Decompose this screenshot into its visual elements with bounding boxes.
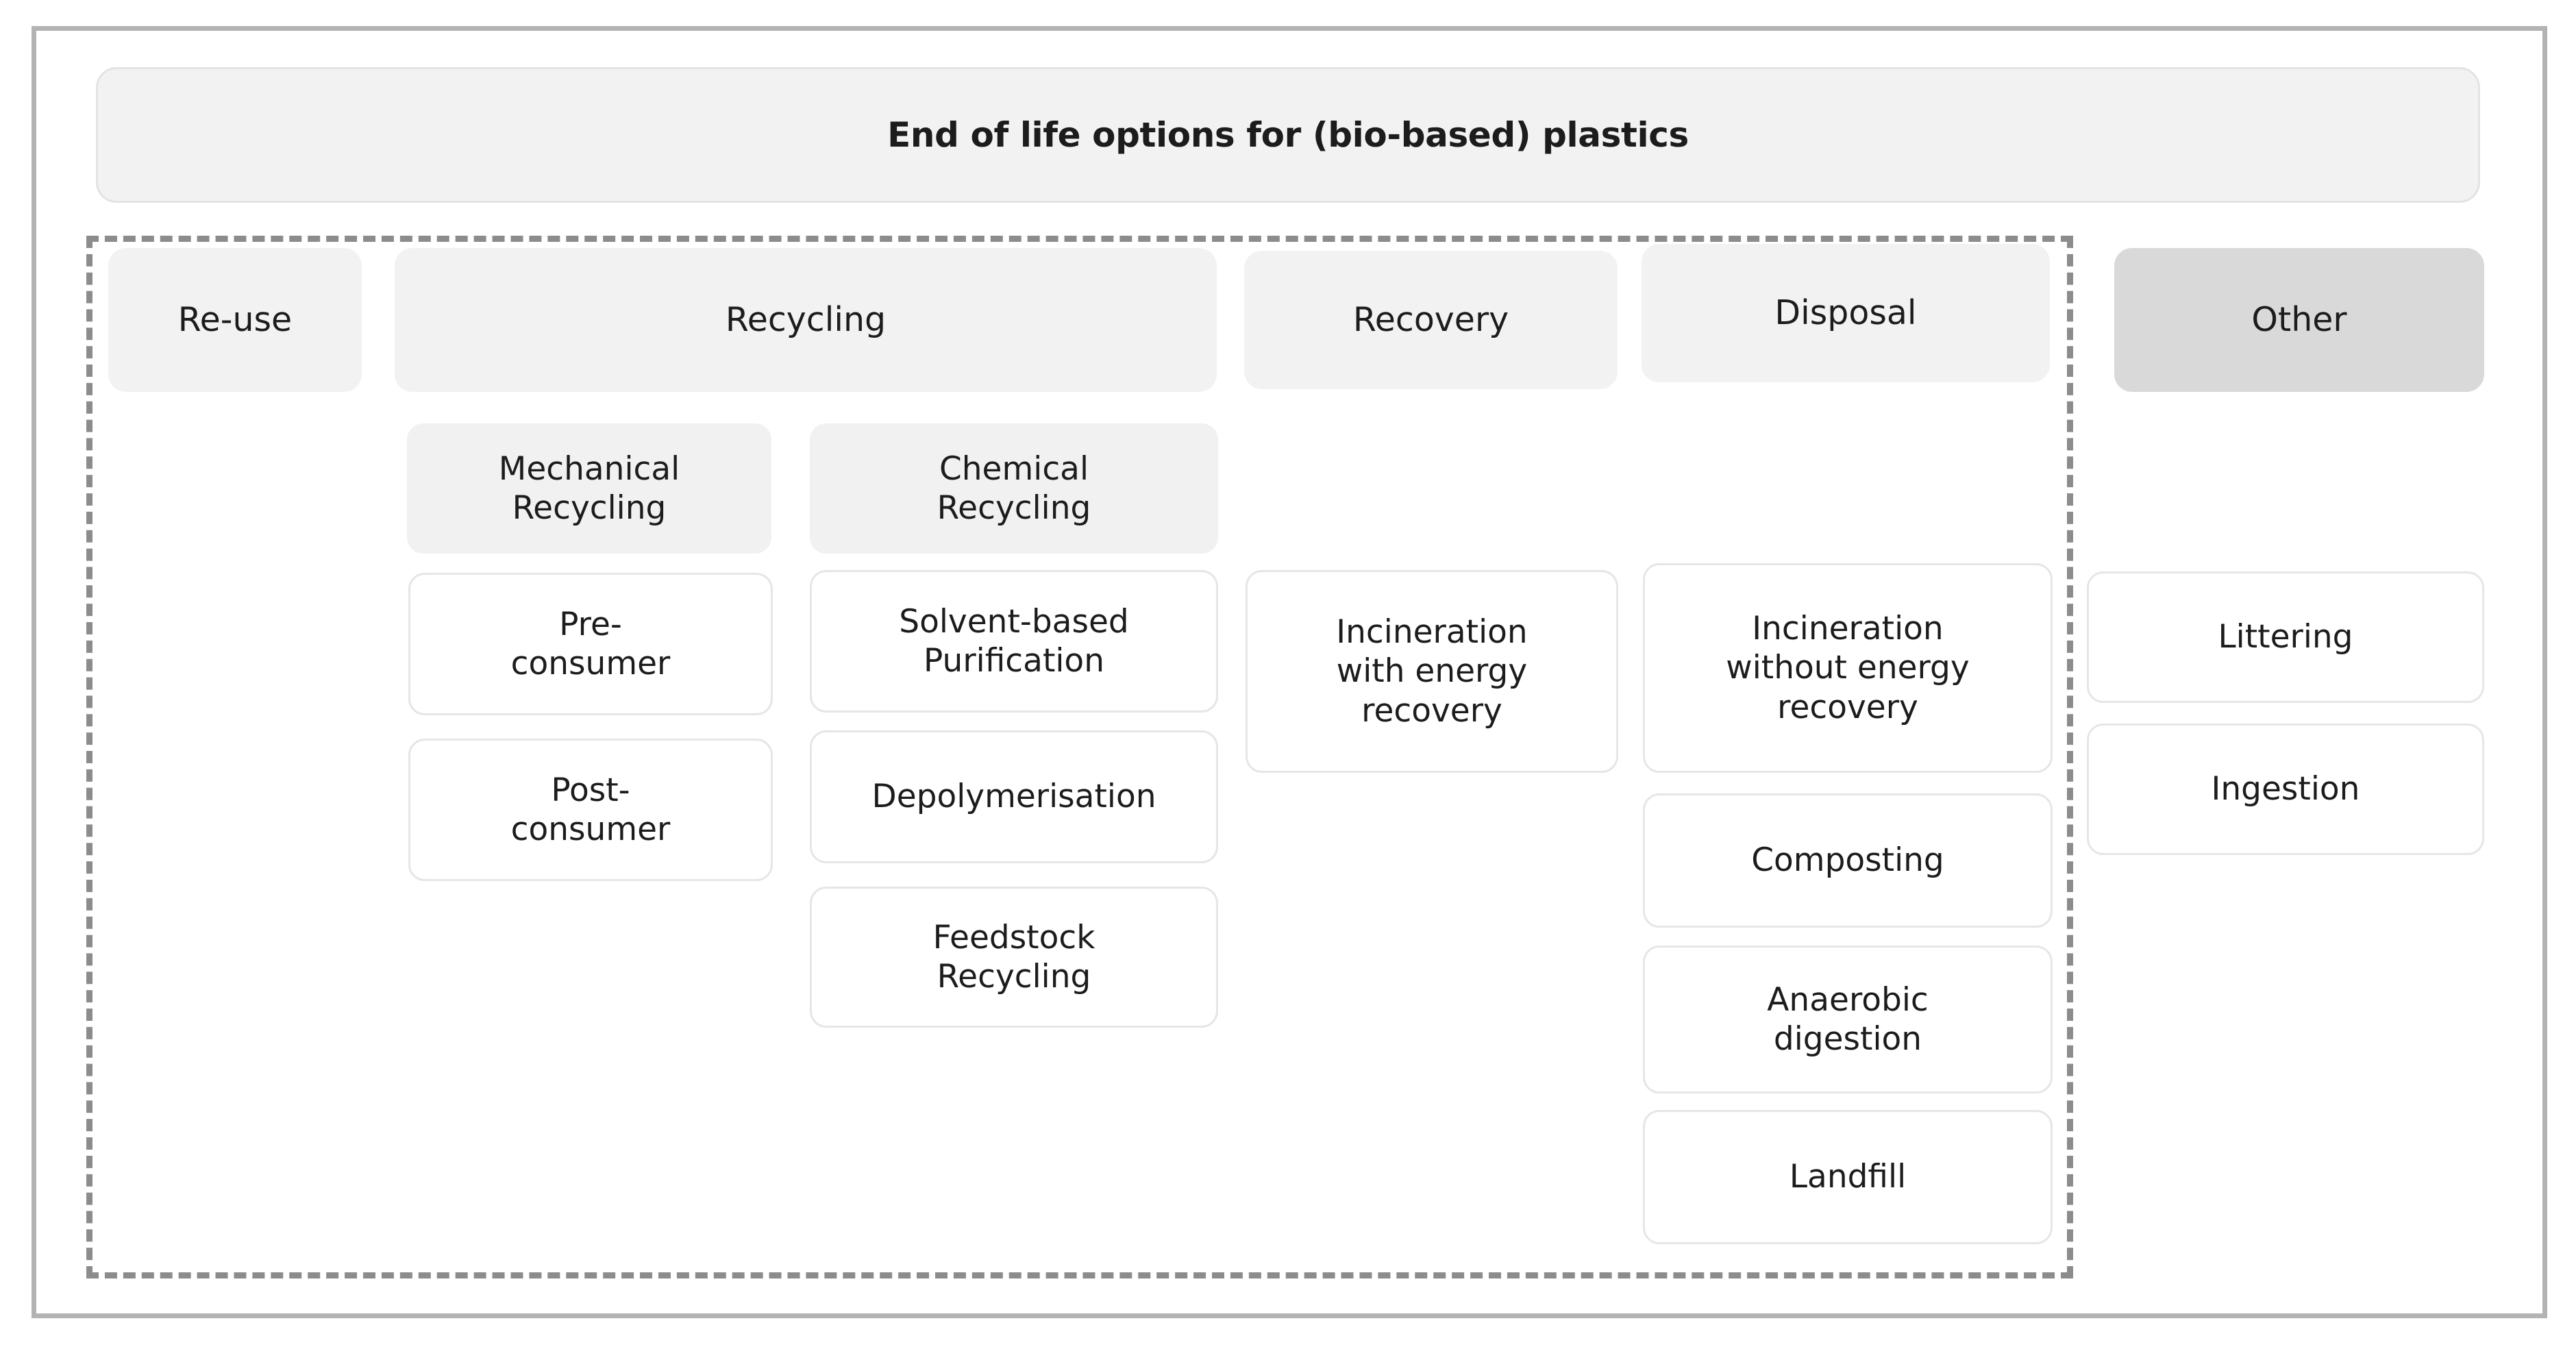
diagram-title-box: End of life options for (bio-based) plas… [96,67,2480,203]
option-composting-label: Composting [1751,841,1944,880]
option-post-consumer-label: Post- consumer [510,771,671,848]
option-anaerobic-digestion-label: Anaerobic digestion [1767,980,1929,1058]
option-ingestion-label: Ingestion [2211,770,2360,808]
option-feedstock-recycling[interactable]: Feedstock Recycling [810,887,1218,1028]
category-re-use[interactable]: Re-use [108,248,362,392]
category-disposal-label: Disposal [1774,293,1917,333]
option-depolymerisation[interactable]: Depolymerisation [810,730,1218,863]
diagram-title: End of life options for (bio-based) plas… [887,114,1689,155]
category-recycling-label: Recycling [725,300,887,340]
category-disposal[interactable]: Disposal [1642,244,2050,382]
option-ingestion[interactable]: Ingestion [2087,724,2484,855]
category-other[interactable]: Other [2114,248,2484,392]
option-littering[interactable]: Littering [2087,571,2484,703]
option-composting[interactable]: Composting [1643,793,2053,928]
subcategory-mechanical-recycling[interactable]: Mechanical Recycling [407,423,771,554]
option-landfill-label: Landfill [1789,1158,1907,1196]
waste-hierarchy-scope-dashed-border [86,236,2073,1278]
subcategory-chemical-recycling[interactable]: Chemical Recycling [810,423,1218,554]
option-incineration-without-energy-recovery-label: Incineration without energy recovery [1726,610,1970,726]
option-incineration-with-energy-recovery[interactable]: Incineration with energy recovery [1246,570,1618,773]
option-incineration-without-energy-recovery[interactable]: Incineration without energy recovery [1643,563,2053,773]
option-incineration-with-energy-recovery-label: Incineration with energy recovery [1336,613,1528,730]
subcategory-mechanical-recycling-label: Mechanical Recycling [498,449,680,527]
category-recovery-label: Recovery [1352,300,1509,340]
subcategory-chemical-recycling-label: Chemical Recycling [937,449,1091,527]
option-littering-label: Littering [2218,618,2353,656]
option-solvent-based-purification-label: Solvent-based Purification [899,602,1129,680]
category-other-label: Other [2251,300,2347,340]
option-landfill[interactable]: Landfill [1643,1110,2053,1244]
category-recycling[interactable]: Recycling [395,248,1217,392]
category-recovery[interactable]: Recovery [1244,251,1618,389]
option-solvent-based-purification[interactable]: Solvent-based Purification [810,570,1218,713]
option-depolymerisation-label: Depolymerisation [871,778,1156,816]
category-re-use-label: Re-use [177,300,293,340]
option-anaerobic-digestion[interactable]: Anaerobic digestion [1643,946,2053,1093]
option-feedstock-recycling-label: Feedstock Recycling [932,918,1095,996]
option-pre-consumer-label: Pre- consumer [510,605,671,682]
option-pre-consumer[interactable]: Pre- consumer [408,573,773,715]
option-post-consumer[interactable]: Post- consumer [408,739,773,881]
